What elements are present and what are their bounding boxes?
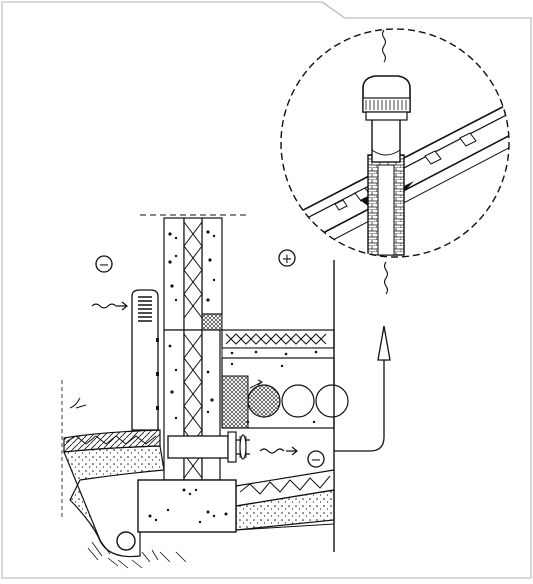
fan-unit [167,431,250,463]
ground-right [235,469,335,531]
minus-symbol-left: − [95,255,113,273]
roof-vent-detail [281,75,509,256]
airflow-in-icon [383,261,389,295]
plus-label: + [282,252,293,267]
roof-layer-3 [299,129,509,246]
airflow-out-icon [381,29,387,63]
foundation-footing [137,479,237,533]
minus-symbol-right: − [307,450,325,468]
masonry-wall [163,217,223,331]
airflow-intake-icon [91,303,117,309]
ground-left [61,380,165,541]
roof-tiles [334,132,477,211]
airflow-basement-icon [259,448,285,454]
drainage [87,523,335,569]
floor-slab [221,329,349,429]
roof-layer-4 [309,141,509,253]
exterior-vent-grille [131,289,159,431]
detail-callout-circle [280,28,510,258]
minus-label-right: − [311,453,322,468]
plus-symbol: + [278,249,296,267]
minus-label-left: − [99,258,110,273]
airflow-return-arrow [334,325,391,452]
